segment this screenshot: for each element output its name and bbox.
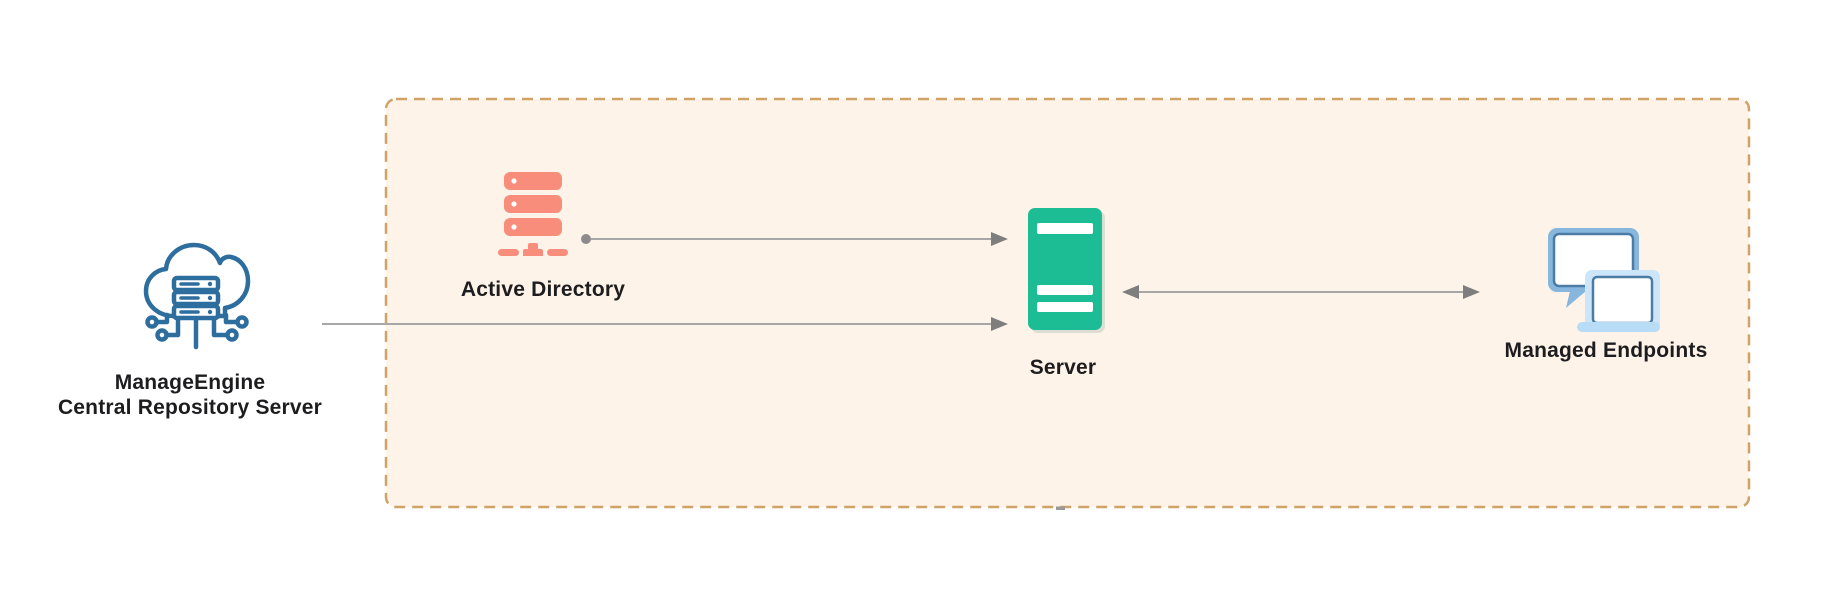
arrowhead-right-icon bbox=[991, 232, 1008, 246]
connector-start-dot bbox=[581, 234, 591, 244]
rack-base-segment bbox=[498, 249, 519, 256]
circuit-node bbox=[225, 328, 239, 342]
server-slot bbox=[1037, 302, 1093, 312]
rack-pedestal bbox=[523, 243, 543, 256]
arrowhead-right-icon bbox=[991, 317, 1008, 331]
connector-central-repository-to-server bbox=[322, 317, 1008, 331]
rack-bar bbox=[504, 195, 562, 213]
server-slot bbox=[1037, 223, 1093, 234]
circuit-trace bbox=[164, 316, 181, 338]
laptop-shape bbox=[1577, 270, 1660, 332]
rack-led bbox=[511, 201, 517, 207]
managed-endpoints-label: Managed Endpoints bbox=[1504, 339, 1708, 362]
server-slot bbox=[1037, 285, 1093, 295]
connector-server-to-managed-endpoints bbox=[1122, 285, 1480, 299]
circuit-trace bbox=[154, 312, 170, 325]
circuit-node bbox=[155, 328, 169, 342]
arrowhead-right-icon bbox=[1463, 285, 1480, 299]
rack-bar bbox=[504, 172, 562, 190]
rack-led bbox=[511, 178, 517, 184]
connector-active-directory-to-server bbox=[581, 232, 1008, 246]
server-tower-body bbox=[1028, 208, 1102, 330]
rack-bar bbox=[504, 218, 562, 236]
monitor-stand bbox=[1566, 291, 1586, 308]
cloud-outline bbox=[143, 242, 251, 319]
circuit-node bbox=[145, 315, 159, 329]
circuit-trace bbox=[223, 312, 240, 325]
central-repository-label-line2: Central Repository Server bbox=[57, 396, 323, 419]
server-rack-icon bbox=[498, 172, 568, 256]
laptop-base bbox=[1577, 322, 1660, 332]
rack-in-cloud bbox=[171, 275, 221, 321]
cloud-server-icon bbox=[143, 242, 251, 350]
rack-base-segment bbox=[547, 249, 568, 256]
server-tower-icon bbox=[1028, 208, 1105, 333]
circuit-node bbox=[235, 315, 249, 329]
circuit-trace bbox=[211, 316, 230, 338]
arrowhead-left-icon bbox=[1122, 285, 1139, 299]
central-repository-label-line1: ManageEngine bbox=[114, 371, 266, 394]
desktop-laptop-icon bbox=[1548, 228, 1660, 332]
rack-led bbox=[511, 224, 517, 230]
boundary-tick-mark bbox=[1056, 506, 1065, 510]
active-directory-label: Active Directory bbox=[460, 278, 626, 301]
central-repository-label: ManageEngine Central Repository Server bbox=[40, 370, 340, 420]
server-label: Server bbox=[1029, 356, 1097, 379]
